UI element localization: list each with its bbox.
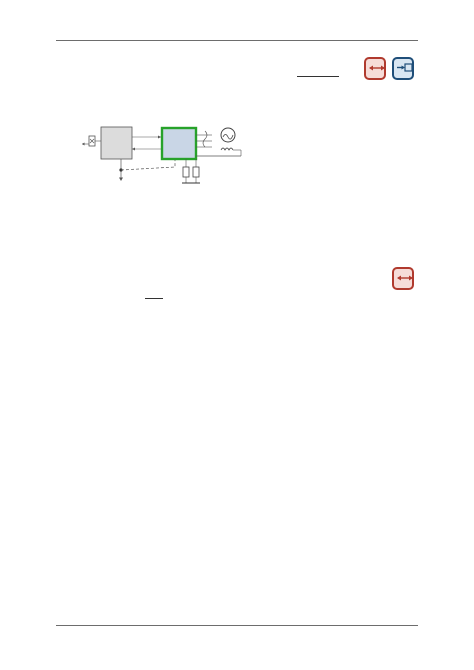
encoder-coil-icon [196,147,242,157]
braking-resistors [182,159,200,184]
motor-wiring [196,130,212,148]
bidirectional-arrow-button-middle[interactable] [392,267,414,290]
underline-mark-top [297,76,339,77]
motor-icon [220,127,236,143]
footer-rule [56,625,418,626]
network-connector-icon [82,135,101,147]
arrow-into-box-icon [397,63,413,72]
drive-wiring-diagram [82,126,242,184]
arrow-into-box-button-top[interactable] [392,57,414,80]
bidirectional-arrow-icon [369,65,385,71]
bidirectional-arrow-button-top[interactable] [364,57,386,80]
signal-arrows [132,135,161,151]
controller-box [100,126,133,160]
feedback-dashed-line [120,159,176,171]
underline-mark-middle [145,298,163,299]
bidirectional-arrow-icon [397,275,413,281]
header-rule [56,40,418,41]
drive-box [160,126,198,161]
